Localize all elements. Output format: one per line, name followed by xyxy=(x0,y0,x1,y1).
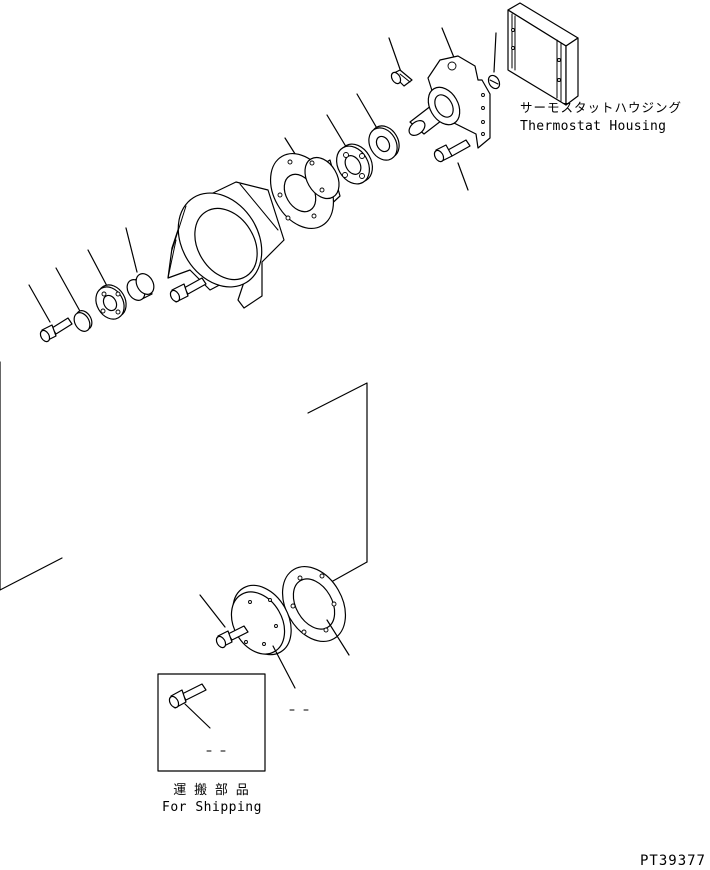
gasket xyxy=(281,566,347,642)
fan-outline xyxy=(0,361,368,591)
bracket-with-shaft xyxy=(408,55,491,149)
leader-lines-lower xyxy=(199,594,350,711)
bushing xyxy=(126,273,155,301)
hub-flange xyxy=(269,153,341,229)
for-shipping-label-jp: 運 搬 部 品 xyxy=(173,783,248,798)
spacer-ring xyxy=(368,125,400,161)
washer xyxy=(73,310,93,332)
bearing-upper xyxy=(336,143,373,185)
for-shipping-label-en: For Shipping xyxy=(162,800,262,815)
pulley-bolt xyxy=(169,277,207,303)
bearing-lower xyxy=(95,284,127,320)
thermostat-housing-reference xyxy=(507,2,579,106)
small-cap-screw xyxy=(487,74,501,90)
stud-bolt xyxy=(390,69,413,87)
drawing-number: PT39377 xyxy=(640,853,706,869)
for-shipping-box xyxy=(157,673,266,772)
left-bolt xyxy=(39,317,73,343)
bracket-bolt xyxy=(433,139,471,163)
cover-plate xyxy=(230,584,292,656)
thermostat-housing-label-jp: サーモスタットハウジング xyxy=(520,100,682,115)
cover-bolt xyxy=(215,625,249,649)
thermostat-housing-label-en: Thermostat Housing xyxy=(520,119,666,134)
pulley-housing xyxy=(167,181,285,309)
